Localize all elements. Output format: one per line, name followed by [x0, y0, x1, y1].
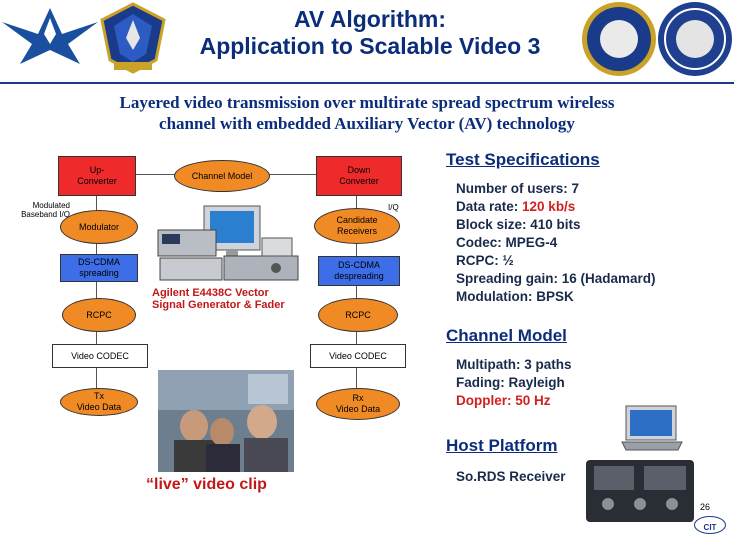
academy-seal-logo [582, 2, 656, 76]
down-converter-label: Down Converter [339, 165, 379, 186]
spec-data-rate-label: Data rate: [456, 199, 523, 214]
spec-codec: Codec: MPEG-4 [456, 235, 558, 250]
spec-users: Number of users: 7 [456, 181, 580, 196]
test-specifications-heading: Test Specifications [446, 150, 600, 169]
page-number: 26 [700, 502, 711, 512]
modulator-label: Modulator [78, 221, 120, 232]
page-title: AV Algorithm: Application to Scalable Vi… [150, 6, 590, 60]
sords-receiver-label: So.RDS Receiver [456, 469, 566, 484]
instrument-caption: Agilent E4438C Vector Signal Generator &… [152, 287, 285, 311]
header-divider [0, 82, 734, 84]
subtitle-line-2: channel with embedded Auxiliary Vector (… [159, 114, 575, 133]
rx-video-data-label: Rx Video Data [335, 393, 381, 414]
spec-rcpc: RCPC: ½ [456, 253, 514, 268]
rx-video-data-block: Rx Video Data [316, 388, 400, 420]
live-video-image [158, 370, 294, 472]
up-converter-label: Up- Converter [77, 165, 117, 186]
channel-multipath: Multipath: 3 paths [456, 357, 572, 372]
title-line-2: Application to Scalable Video 3 [199, 33, 541, 59]
receiver-hardware-image [584, 456, 696, 526]
spec-block-size: Block size: 410 bits [456, 217, 581, 232]
up-converter-block: Up- Converter [58, 156, 136, 196]
rcpc-tx-label: RCPC [86, 309, 112, 320]
ds-cdma-despreading-block: DS-CDMA despreading [318, 256, 400, 286]
shield-emblem-logo [100, 2, 166, 74]
rcpc-rx-block: RCPC [318, 298, 398, 332]
channel-fading: Fading: Rayleigh [456, 375, 565, 390]
video-codec-tx-label: Video CODEC [71, 350, 129, 361]
spec-spreading-gain: Spreading gain: 16 (Hadamard) [456, 271, 656, 286]
laptop-image [620, 404, 684, 452]
test-specifications-list: Number of users: 7 Data rate: 120 kb/s B… [456, 180, 656, 306]
channel-model-block: Channel Model [174, 160, 270, 192]
ds-cdma-spreading-label: DS-CDMA spreading [78, 257, 120, 278]
modulator-block: Modulator [60, 210, 138, 244]
cit-logo: CIT [694, 516, 726, 534]
live-video-caption: “live” video clip [146, 476, 267, 493]
air-force-logo [2, 4, 98, 66]
host-platform-heading: Host Platform [446, 436, 558, 455]
tx-video-data-block: Tx Video Data [60, 388, 138, 416]
subtitle-line-1: Layered video transmission over multirat… [119, 93, 615, 112]
rcpc-rx-label: RCPC [345, 309, 371, 320]
ds-cdma-despreading-label: DS-CDMA despreading [334, 260, 384, 281]
tx-video-data-label: Tx Video Data [76, 391, 122, 412]
rcpc-tx-block: RCPC [62, 298, 136, 332]
spec-data-rate-value: 120 kb/s [522, 199, 576, 214]
ds-cdma-spreading-block: DS-CDMA spreading [60, 254, 138, 282]
video-codec-tx-block: Video CODEC [52, 344, 148, 368]
channel-model-label: Channel Model [191, 170, 253, 181]
channel-model-heading: Channel Model [446, 326, 567, 345]
subtitle: Layered video transmission over multirat… [40, 92, 694, 134]
spec-modulation: Modulation: BPSK [456, 289, 574, 304]
channel-doppler: Doppler: 50 Hz [456, 393, 551, 408]
spec-data-rate: Data rate: 120 kb/s [456, 198, 656, 216]
signal-generator-image [156, 198, 302, 286]
modulated-iq-label: Modulated Baseband I/Q [21, 201, 70, 219]
iq-label: I/Q [388, 203, 399, 212]
video-codec-rx-label: Video CODEC [329, 350, 387, 361]
down-converter-block: Down Converter [316, 156, 402, 196]
cit-logo-text: CIT [703, 523, 717, 532]
title-line-1: AV Algorithm: [293, 6, 447, 32]
candidate-receivers-block: Candidate Receivers [314, 208, 400, 244]
video-codec-rx-block: Video CODEC [310, 344, 406, 368]
channel-model-list: Multipath: 3 paths Fading: Rayleigh Dopp… [456, 356, 572, 410]
university-seal-logo [658, 2, 732, 76]
candidate-receivers-label: Candidate Receivers [336, 215, 378, 236]
